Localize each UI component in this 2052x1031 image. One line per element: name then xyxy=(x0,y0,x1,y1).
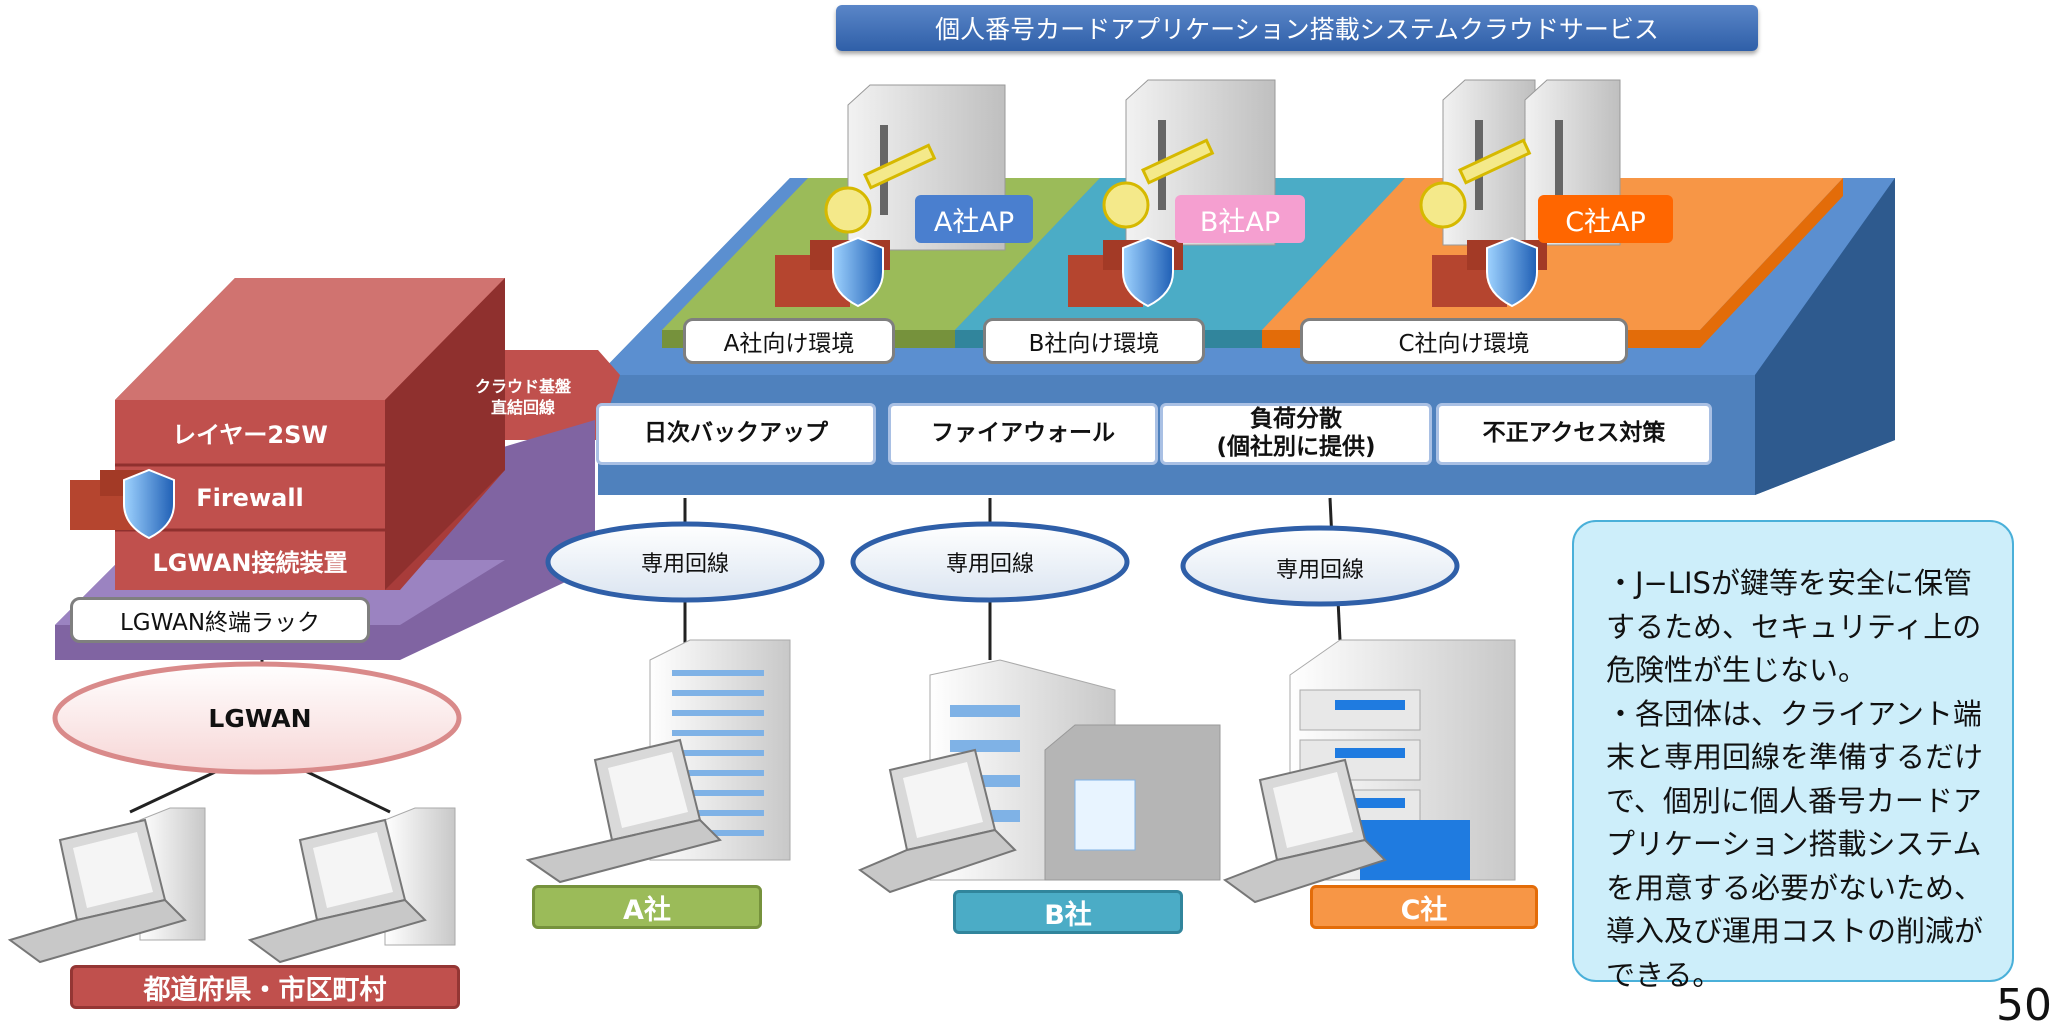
lgwan-network-label: LGWAN xyxy=(208,703,312,733)
ap-tag-b: B社AP xyxy=(1175,195,1305,243)
leased-line-ellipses xyxy=(545,521,1460,607)
service-intrusion-prevention: 不正アクセス対策 xyxy=(1436,403,1712,465)
laptop-icon xyxy=(247,818,427,964)
org-label-prefecture-municipality: 都道府県・市区町村 xyxy=(70,965,460,1009)
company-label-a: A社 xyxy=(532,885,762,929)
note-line-1: ・J−LISが鍵等を安全に保管するため、セキュリティ上の危険性が生じない。 xyxy=(1606,566,1982,687)
page-number: 50 xyxy=(1996,980,2052,1031)
key-icons xyxy=(824,138,1532,234)
key-icon xyxy=(1102,138,1215,229)
direct-line-label: クラウド基盤 直結回線 xyxy=(474,377,571,417)
laptop-icon xyxy=(525,738,722,884)
service-daily-backup: 日次バックアップ xyxy=(596,403,876,465)
lgwan-rack-label: LGWAN終端ラック xyxy=(70,597,370,643)
laptop-icon xyxy=(857,748,1017,894)
firewall-icon xyxy=(775,236,890,308)
benefits-note: ・J−LISが鍵等を安全に保管するため、セキュリティ上の危険性が生じない。 ・各… xyxy=(1572,520,2014,992)
firewall-icon xyxy=(1068,236,1183,308)
rack-layer-l2sw: レイヤー2SW xyxy=(172,421,328,449)
lgwan-ellipse xyxy=(52,661,462,775)
firewall-icon xyxy=(1432,236,1547,308)
rack-layer-lgwan-device: LGWAN接続装置 xyxy=(152,549,348,577)
firewall-icons xyxy=(775,236,1547,308)
leased-line-label-b: 専用回線 xyxy=(945,552,1034,577)
env-label-b: B社向け環境 xyxy=(983,318,1205,364)
service-load-balancing: 負荷分散 (個社別に提供) xyxy=(1160,403,1432,465)
laptop-icon xyxy=(7,818,187,964)
env-label-a: A社向け環境 xyxy=(683,318,895,364)
ap-tag-a: A社AP xyxy=(915,195,1033,243)
leased-line-label-a: 専用回線 xyxy=(640,552,729,577)
laptop-icon xyxy=(1222,758,1387,904)
company-label-b: B社 xyxy=(953,890,1183,934)
diagram-title: 個人番号カードアプリケーション搭載システムクラウドサービス xyxy=(836,5,1758,51)
laptop-icons xyxy=(7,738,1387,964)
ap-tag-c: C社AP xyxy=(1538,195,1673,243)
note-line-2: ・各団体は、クライアント端末と専用回線を準備するだけで、個別に個人番号カードアプ… xyxy=(1606,696,1984,992)
rack-layer-firewall: Firewall xyxy=(196,483,304,512)
key-icon xyxy=(824,143,937,234)
env-label-c: C社向け環境 xyxy=(1300,318,1628,364)
firewall-icon xyxy=(70,468,175,540)
leased-line-label-c: 専用回線 xyxy=(1275,558,1364,583)
company-label-c: C社 xyxy=(1310,885,1538,929)
key-icon xyxy=(1419,138,1532,229)
connection-lines xyxy=(129,497,1342,814)
service-firewall: ファイアウォール xyxy=(888,403,1158,465)
